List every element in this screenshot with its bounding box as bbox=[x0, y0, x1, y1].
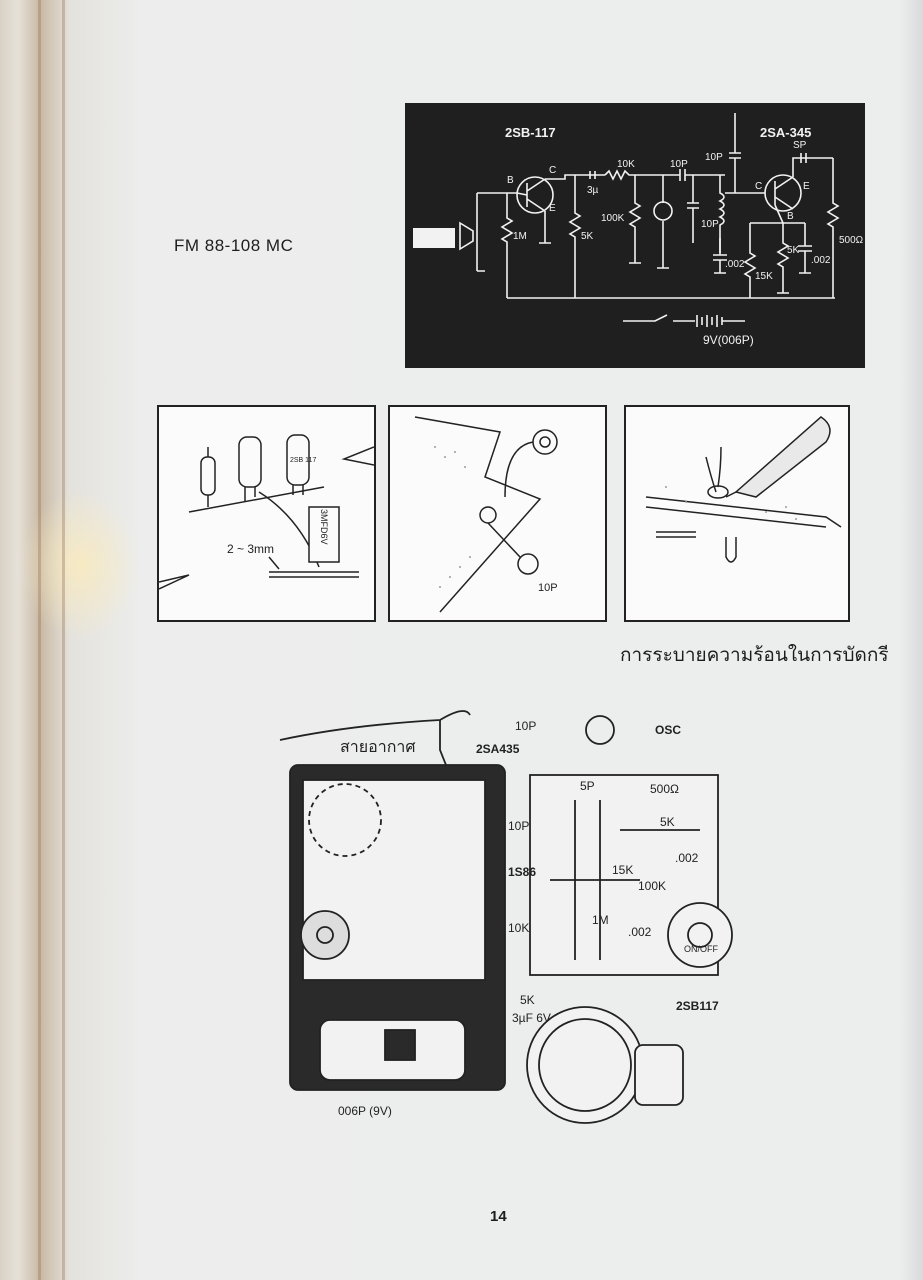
part-label: 15K bbox=[612, 863, 633, 877]
schematic-part-label: .002 bbox=[811, 255, 831, 266]
schematic-part-label: SP bbox=[793, 140, 807, 151]
circuit-schematic: 2SB-117 2SA-345 10K 10P 10P SP 3µ 1M 5K … bbox=[405, 103, 865, 368]
part-label: 100K bbox=[638, 879, 666, 893]
osc-label: OSC bbox=[655, 723, 681, 737]
part-label: 10P bbox=[508, 819, 529, 833]
schematic-part-label: 500Ω bbox=[839, 235, 864, 246]
schematic-pin-label: C bbox=[549, 165, 556, 176]
antenna-label: สายอากาศ bbox=[340, 739, 416, 756]
battery-label: 006P (9V) bbox=[338, 1104, 392, 1118]
schematic-pin-label: E bbox=[803, 181, 810, 192]
part-label: 3µF 6V bbox=[512, 1011, 551, 1025]
page-number: 14 bbox=[490, 1208, 507, 1225]
schematic-part-label: 10P bbox=[705, 152, 723, 163]
part-label: 10K bbox=[508, 921, 529, 935]
diode-label: 1S86 bbox=[508, 865, 536, 879]
schematic-part-label: 100K bbox=[601, 213, 625, 224]
part-label: 5P bbox=[580, 779, 595, 793]
schematic-part-label: 1M bbox=[513, 231, 527, 242]
schematic-part-label: 15K bbox=[755, 271, 773, 282]
part-label: 1M bbox=[592, 913, 609, 927]
paper-stain bbox=[20, 490, 140, 640]
mounting-illustration: 2 ~ 3mm 3MFD6V 2SB 117 bbox=[158, 434, 375, 590]
schematic-part-label: .002 bbox=[725, 259, 745, 270]
illustration-panel-mounting: 2 ~ 3mm 3MFD6V 2SB 117 bbox=[157, 405, 376, 622]
transistor-q2-label: 2SA435 bbox=[476, 742, 520, 756]
caption-thai: การระบายความร้อนในการบัดกรี bbox=[620, 645, 889, 666]
assembly-illustration: สายอากาศ 006P (9V) OSC 10P 2SA435 5P 500… bbox=[279, 710, 733, 1124]
capacitor-label: 3MFD6V bbox=[319, 509, 329, 545]
part-label: .002 bbox=[675, 851, 699, 865]
part-label: 5K bbox=[660, 815, 675, 829]
schematic-part-label: 10P bbox=[670, 159, 688, 170]
schematic-pin-label: E bbox=[549, 203, 556, 214]
dimension-label: 2 ~ 3mm bbox=[227, 542, 274, 556]
schematic-part-label: 10K bbox=[617, 159, 635, 170]
part-label: .002 bbox=[628, 925, 652, 939]
spine-line bbox=[62, 0, 65, 1280]
schematic-q2-label: 2SA-345 bbox=[760, 125, 811, 140]
schematic-part-label: 5K bbox=[787, 245, 800, 256]
header-label: FM 88-108 MC bbox=[174, 236, 294, 255]
schematic-pin-label: C bbox=[755, 181, 762, 192]
transistor-q1-label: 2SB117 bbox=[676, 999, 719, 1013]
spine-line bbox=[38, 0, 41, 1280]
schematic-battery-label: 9V(006P) bbox=[703, 333, 754, 347]
schematic-part-label: 3µ bbox=[587, 185, 599, 196]
schematic-q1-label: 2SB-117 bbox=[505, 125, 556, 140]
part-label: 5K bbox=[520, 993, 535, 1007]
schematic-part-label: 10P bbox=[701, 219, 719, 230]
part-label: 10P bbox=[515, 719, 536, 733]
illustration-panel-bending: 10P bbox=[388, 405, 607, 622]
schematic-pin-label: B bbox=[787, 211, 794, 222]
schematic-drawing: 2SB-117 2SA-345 10K 10P 10P SP 3µ 1M 5K … bbox=[413, 113, 864, 347]
part-label: 500Ω bbox=[650, 782, 679, 796]
soldering-illustration bbox=[645, 416, 842, 563]
switch-label: ON/OFF bbox=[684, 944, 718, 954]
transistor-label: 2SB 117 bbox=[290, 457, 316, 464]
schematic-part-label: 5K bbox=[581, 231, 594, 242]
illustration-panel-soldering bbox=[624, 405, 850, 622]
schematic-pin-label: B bbox=[507, 175, 514, 186]
bending-illustration: 10P bbox=[414, 416, 558, 613]
capacitor-value-label: 10P bbox=[538, 582, 558, 594]
